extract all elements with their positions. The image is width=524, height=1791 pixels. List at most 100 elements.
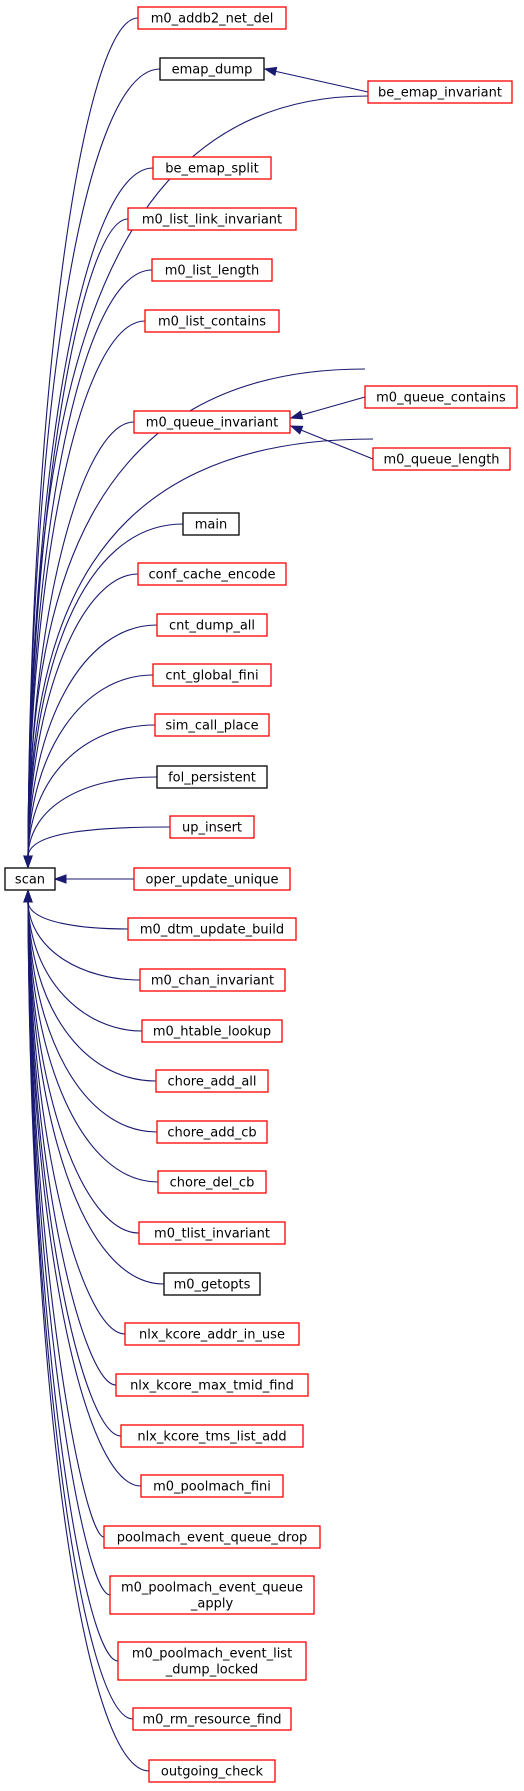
edge-m0_addb2_net_del-to-scan bbox=[23, 17, 139, 869]
node-m0_queue_length[interactable]: m0_queue_length bbox=[372, 447, 511, 471]
edge-m0_queue_length-to-m0_queue_invariant bbox=[289, 425, 374, 460]
edge-m0_list_length-to-scan bbox=[23, 269, 153, 869]
node-box bbox=[152, 156, 272, 180]
edge-line bbox=[27, 901, 158, 1133]
edge-line bbox=[27, 901, 165, 1285]
edge-line bbox=[275, 70, 369, 93]
node-scan: scan bbox=[4, 867, 56, 891]
edge-line bbox=[27, 901, 159, 1183]
node-label: conf_cache_encode bbox=[148, 568, 275, 583]
node-box bbox=[154, 713, 270, 737]
edge-line bbox=[27, 901, 129, 930]
node-m0_rm_resource_find[interactable]: m0_rm_resource_find bbox=[132, 1707, 292, 1731]
edge-oper_update_unique-to-scan bbox=[53, 874, 134, 884]
node-oper_update_unique[interactable]: oper_update_unique bbox=[133, 867, 291, 891]
edge-m0_chan_invariant-to-scan bbox=[23, 889, 141, 981]
node-label: m0_addb2_net_del bbox=[151, 12, 274, 27]
node-box bbox=[159, 57, 265, 81]
node-m0_htable_lookup[interactable]: m0_htable_lookup bbox=[141, 1019, 283, 1043]
edge-line bbox=[27, 901, 140, 1234]
node-m0_dtm_update_build[interactable]: m0_dtm_update_build bbox=[127, 917, 297, 941]
node-cnt_dump_all[interactable]: cnt_dump_all bbox=[156, 613, 268, 637]
node-box bbox=[109, 1575, 315, 1615]
node-label: nlx_kcore_addr_in_use bbox=[139, 1328, 285, 1343]
node-label: scan bbox=[15, 873, 45, 888]
node-box bbox=[120, 1424, 304, 1448]
node-box bbox=[156, 613, 268, 637]
node-box bbox=[127, 207, 297, 231]
node-label: oper_update_unique bbox=[146, 873, 279, 888]
node-box bbox=[117, 1641, 307, 1681]
edge-m0_queue_length-to-scan bbox=[23, 438, 374, 869]
node-nlx_kcore_tms_list_add[interactable]: nlx_kcore_tms_list_add bbox=[120, 1424, 304, 1448]
node-box bbox=[169, 815, 255, 839]
edge-line bbox=[301, 396, 366, 416]
node-m0_queue_invariant[interactable]: m0_queue_invariant bbox=[133, 410, 291, 434]
node-be_emap_split[interactable]: be_emap_split bbox=[152, 156, 272, 180]
node-be_emap_invariant[interactable]: be_emap_invariant bbox=[367, 80, 513, 104]
edge-line bbox=[27, 901, 105, 1538]
node-nlx_kcore_max_tmid_find[interactable]: nlx_kcore_max_tmid_find bbox=[115, 1373, 309, 1397]
node-label: cnt_global_fini bbox=[165, 669, 258, 684]
edge-m0_poolmach_fini-to-scan bbox=[23, 889, 142, 1487]
node-chore_add_cb[interactable]: chore_add_cb bbox=[156, 1120, 268, 1144]
node-m0_poolmach_event_queue_apply[interactable]: m0_poolmach_event_queue_apply bbox=[109, 1575, 315, 1615]
node-box bbox=[139, 968, 286, 992]
node-label: chore_add_all bbox=[167, 1075, 256, 1090]
node-label: chore_add_cb bbox=[167, 1126, 256, 1141]
node-chore_del_cb[interactable]: chore_del_cb bbox=[157, 1170, 267, 1194]
node-label: m0_queue_length bbox=[383, 453, 499, 468]
node-m0_tlist_invariant[interactable]: m0_tlist_invariant bbox=[138, 1221, 286, 1245]
edge-line bbox=[27, 523, 184, 857]
edge-line bbox=[27, 901, 157, 1082]
node-box bbox=[127, 917, 297, 941]
node-label: m0_chan_invariant bbox=[151, 974, 274, 989]
node-label: _apply bbox=[190, 1597, 234, 1612]
node-box bbox=[156, 765, 268, 789]
node-nlx_kcore_addr_in_use[interactable]: nlx_kcore_addr_in_use bbox=[124, 1322, 300, 1346]
node-m0_queue_contains[interactable]: m0_queue_contains bbox=[364, 385, 518, 409]
node-label: m0_poolmach_fini bbox=[153, 1480, 271, 1495]
node-cnt_global_fini[interactable]: cnt_global_fini bbox=[152, 663, 272, 687]
edge-up_insert-to-scan bbox=[23, 826, 171, 869]
node-outgoing_check[interactable]: outgoing_check bbox=[148, 1759, 276, 1783]
node-box bbox=[138, 1221, 286, 1245]
node-box bbox=[364, 385, 518, 409]
edge-line bbox=[27, 218, 129, 857]
node-m0_list_length[interactable]: m0_list_length bbox=[151, 258, 273, 282]
node-box bbox=[140, 1474, 284, 1498]
node-up_insert[interactable]: up_insert bbox=[169, 815, 255, 839]
node-fol_persistent: fol_persistent bbox=[156, 765, 268, 789]
node-label: outgoing_check bbox=[161, 1765, 264, 1780]
edge-emap_dump-to-scan bbox=[23, 68, 161, 869]
node-box bbox=[115, 1373, 309, 1397]
node-box bbox=[133, 867, 291, 891]
node-label: fol_persistent bbox=[168, 771, 256, 786]
edge-m0_dtm_update_build-to-scan bbox=[23, 889, 129, 930]
node-m0_list_link_invariant[interactable]: m0_list_link_invariant bbox=[127, 207, 297, 231]
node-conf_cache_encode[interactable]: conf_cache_encode bbox=[137, 562, 287, 586]
node-m0_chan_invariant[interactable]: m0_chan_invariant bbox=[139, 968, 286, 992]
edge-line bbox=[300, 429, 374, 460]
node-label: nlx_kcore_max_tmid_find bbox=[130, 1379, 294, 1394]
node-chore_add_all[interactable]: chore_add_all bbox=[155, 1069, 269, 1093]
node-box bbox=[156, 1120, 268, 1144]
edges-layer bbox=[23, 17, 374, 1772]
node-box bbox=[163, 1272, 261, 1296]
node-sim_call_place[interactable]: sim_call_place bbox=[154, 713, 270, 737]
node-label: m0_list_link_invariant bbox=[142, 213, 282, 228]
node-poolmach_event_queue_drop[interactable]: poolmach_event_queue_drop bbox=[103, 1525, 321, 1549]
edge-line bbox=[27, 901, 142, 1487]
edge-line bbox=[27, 901, 141, 981]
node-m0_poolmach_fini[interactable]: m0_poolmach_fini bbox=[140, 1474, 284, 1498]
node-label: up_insert bbox=[182, 821, 242, 836]
edge-line bbox=[27, 901, 150, 1772]
edge-be_emap_invariant-to-emap_dump bbox=[263, 66, 369, 93]
node-m0_addb2_net_del[interactable]: m0_addb2_net_del bbox=[137, 6, 287, 30]
edge-line bbox=[27, 901, 111, 1596]
node-label: m0_queue_contains bbox=[376, 391, 506, 406]
node-m0_list_contains[interactable]: m0_list_contains bbox=[144, 309, 280, 333]
node-m0_poolmach_event_list_dump_locked[interactable]: m0_poolmach_event_list_dump_locked bbox=[117, 1641, 307, 1681]
edge-line bbox=[27, 901, 122, 1437]
